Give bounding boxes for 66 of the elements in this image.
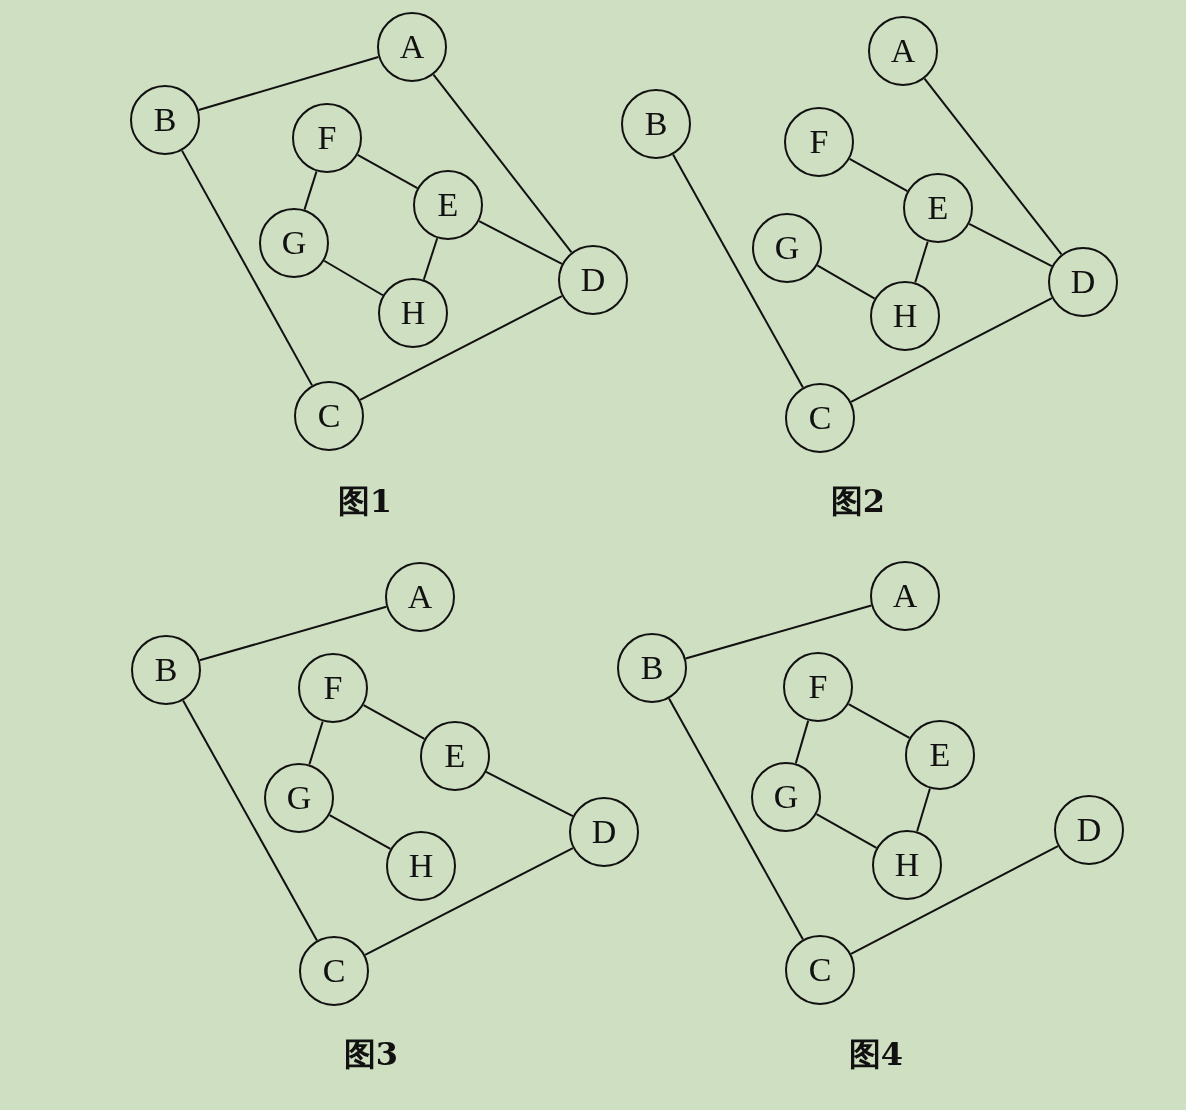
edge-line (308, 720, 324, 766)
edge-line (794, 719, 810, 765)
edge-line (356, 153, 419, 190)
edge-line (359, 295, 563, 401)
edge-line (847, 703, 911, 739)
vertex-label: C (322, 954, 346, 988)
edge-line (328, 814, 392, 850)
vertex-label: E (927, 191, 949, 225)
edge-line (182, 699, 318, 942)
edge-line (672, 153, 804, 389)
vertex-label: A (890, 34, 916, 68)
vertex-label: A (407, 580, 433, 614)
edge-line (303, 170, 318, 211)
edge-line (815, 813, 878, 849)
edge-line (848, 158, 909, 192)
edge-line (485, 770, 574, 818)
edge-line (850, 845, 1059, 955)
edge-line (432, 73, 573, 254)
edge-line (478, 220, 563, 265)
edge-line (198, 605, 388, 662)
edge-line (816, 264, 876, 300)
vertex-label: A (399, 30, 425, 64)
figure-caption: 图2 (830, 481, 886, 522)
vertex-label: H (408, 849, 434, 883)
vertex-label: G (286, 781, 312, 815)
edge-line (850, 297, 1053, 403)
vertex-label: B (640, 651, 664, 685)
figure-caption: 图1 (337, 481, 393, 522)
edge-line (668, 697, 804, 941)
vertex-label: F (808, 670, 828, 704)
vertex-label: F (317, 121, 337, 155)
vertex-label: C (808, 401, 832, 435)
edge-line (197, 55, 380, 112)
vertex-label: E (929, 738, 951, 772)
edge-line (684, 604, 873, 660)
vertex-label: E (444, 739, 466, 773)
vertex-label: G (773, 780, 799, 814)
edge-line (180, 149, 314, 387)
vertex-label: D (1070, 265, 1096, 299)
vertex-label: H (894, 848, 920, 882)
edge-line (916, 787, 931, 833)
figure-caption: 图4 (848, 1034, 904, 1075)
edge-line (923, 77, 1063, 256)
vertex-label: H (892, 299, 918, 333)
vertex-label: B (153, 103, 177, 137)
vertex-label: F (809, 125, 829, 159)
edge-line (362, 704, 426, 740)
vertex-label: G (774, 231, 800, 265)
vertex-label: C (808, 953, 832, 987)
vertex-label: D (591, 815, 617, 849)
vertex-label: A (892, 579, 918, 613)
vertex-label: D (1076, 813, 1102, 847)
vertex-label: G (281, 226, 307, 260)
vertex-label: E (437, 188, 459, 222)
vertex-label: B (644, 107, 668, 141)
edge-line (914, 240, 929, 284)
figure-caption: 图3 (343, 1034, 399, 1075)
edge-line (364, 847, 574, 956)
edge-line (968, 222, 1053, 268)
vertex-label: H (400, 296, 426, 330)
edge-line (422, 237, 439, 281)
vertex-label: B (154, 653, 178, 687)
vertex-label: F (323, 671, 343, 705)
edge-line (323, 259, 384, 297)
vertex-label: D (580, 263, 606, 297)
vertex-label: C (317, 399, 341, 433)
